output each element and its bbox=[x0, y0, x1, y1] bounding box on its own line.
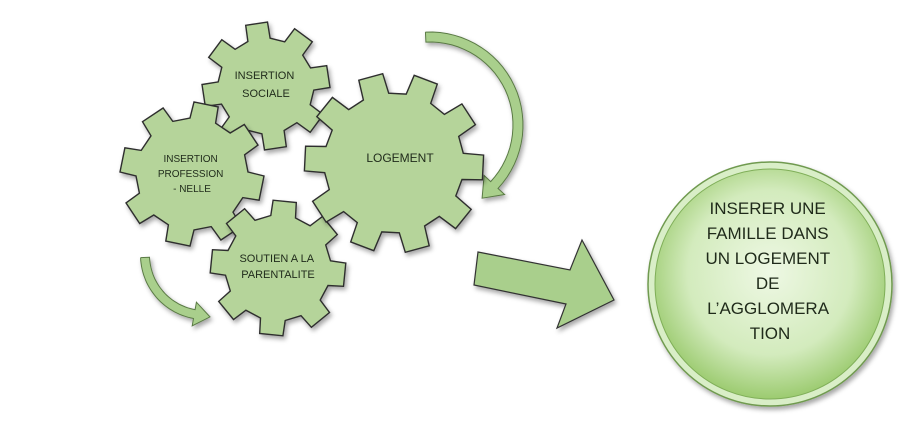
curved-arrow-bottom-left bbox=[140, 256, 211, 327]
gear-soutien-parentalite bbox=[209, 199, 347, 337]
curved-arrow-top-right bbox=[424, 31, 524, 199]
goal-circle bbox=[654, 168, 886, 400]
right-arrow bbox=[473, 238, 615, 330]
gear-label-soutien-parentalite: SOUTIEN A LA PARENTALITE bbox=[239, 253, 316, 281]
gear-insertion-sociale bbox=[201, 21, 331, 151]
gear-label-insertion-sociale: INSERTION SOCIALE bbox=[235, 70, 298, 100]
gear-label-logement: LOGEMENT bbox=[366, 151, 434, 165]
gear-logement bbox=[303, 72, 485, 254]
goal-text: INSERER UNE FAMILLE DANS UN LOGEMENT DE … bbox=[705, 199, 834, 343]
gear-label-insertion-professionnelle: INSERTION PROFESSION - NELLE bbox=[158, 154, 226, 195]
